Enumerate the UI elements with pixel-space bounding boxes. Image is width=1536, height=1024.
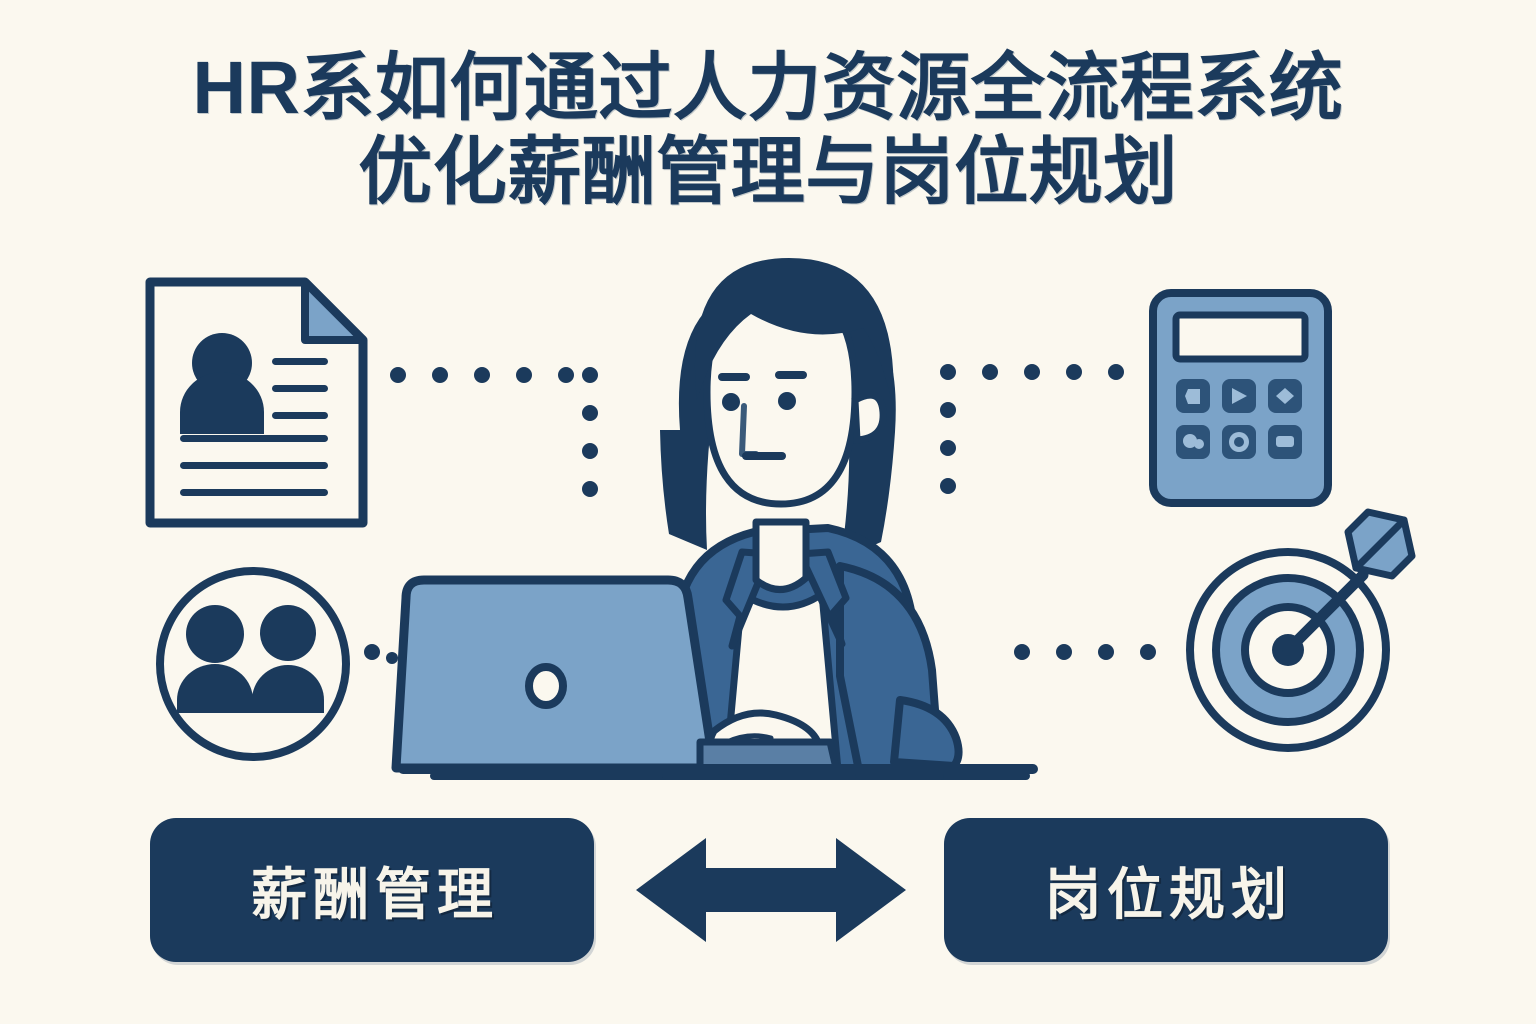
compensation-management-button[interactable]: 薪酬管理: [150, 818, 594, 962]
compensation-management-label: 薪酬管理: [251, 862, 499, 926]
double-arrow-icon: [636, 838, 906, 942]
position-planning-label: 岗位规划: [1045, 862, 1293, 926]
dotted-connector-top-right: [940, 364, 1124, 494]
position-planning-button[interactable]: 岗位规划: [944, 818, 1388, 962]
dotted-connector-bottom-left: [364, 644, 398, 664]
resume-document-icon: [145, 277, 368, 528]
laptop-icon: [391, 575, 1038, 774]
calculator-icon: [1149, 289, 1332, 507]
dotted-connector-top-left: [390, 367, 598, 497]
dotted-connector-bottom-right: [1014, 644, 1156, 660]
target-arrow-icon: [1186, 508, 1416, 752]
people-group-icon: [156, 567, 350, 761]
hr-person-illustration: [660, 258, 963, 780]
